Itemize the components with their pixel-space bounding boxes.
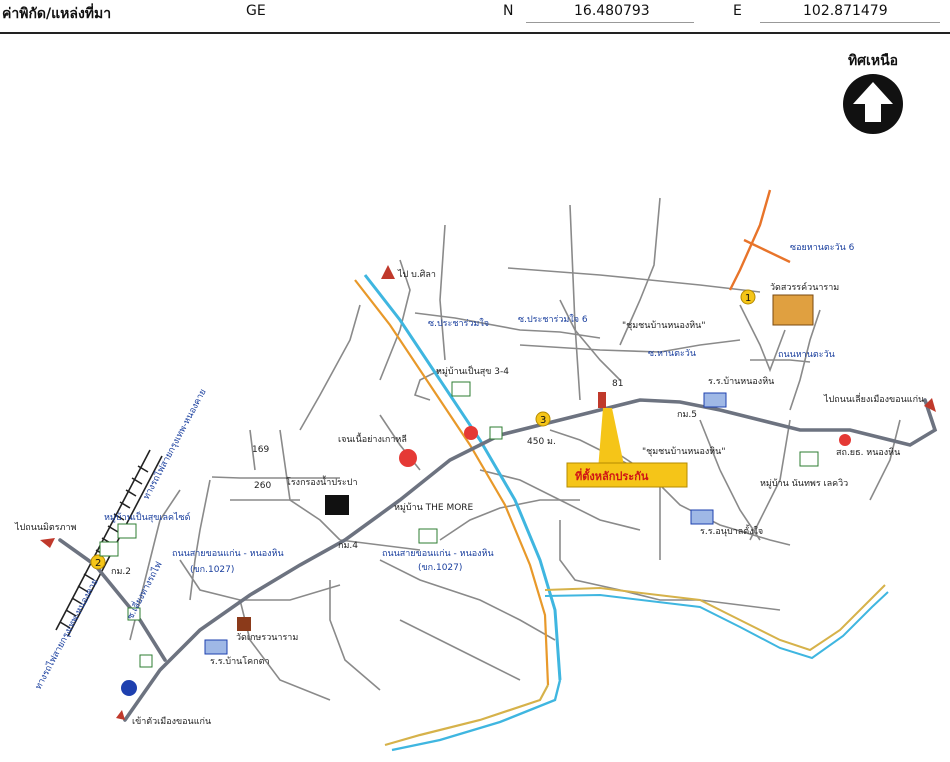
latitude-underline — [526, 22, 694, 23]
map-label-pracharuamjai: ซ.ประชาร่วมใจ — [428, 318, 489, 329]
main-road — [58, 398, 938, 722]
map-label-community-nonghin-mid: "ชุมชนบ้านหนองหิน" — [642, 446, 725, 457]
arrow-right-icon — [924, 398, 936, 412]
map-label-jen-seafood: เจนเนื้อย่างเกาหลี — [338, 432, 407, 445]
map-label-num-2: 2 — [95, 558, 101, 569]
longitude-underline — [760, 22, 940, 23]
map-label-village-themore: หมู่บ้าน THE MORE — [394, 502, 474, 513]
map-label-school-nonghin: ร.ร.บ้านหนองหิน — [708, 376, 774, 387]
location-map: ไป บ.ศิลา ซ.ประชาร่วมใจ ซ.ประชาร่วมใจ 6 … — [14, 189, 938, 752]
map-label-num-1: 1 — [745, 293, 751, 304]
north-axis-label: N — [503, 3, 514, 19]
north-label: ทิศเหนือ — [847, 53, 899, 69]
site-pointer — [598, 408, 625, 470]
map-label-num-260: 260 — [254, 481, 271, 491]
longitude-value: 102.871479 — [803, 3, 888, 19]
map-label-school-bankok: ร.ร.บ้านโคกตา — [210, 656, 270, 667]
arrow-down-icon — [116, 710, 125, 720]
canal — [354, 274, 889, 752]
map-label-num-169: 169 — [252, 445, 269, 455]
map-label-village-suksomboon: หมู่บ้านเป็นสุขเลคไซด์ — [104, 510, 191, 523]
map-label-rd-1027-left: ถนนสายขอนแก่น - หนองหิน — [172, 548, 284, 559]
arrow-up-icon — [381, 265, 395, 279]
map-label-to-khonkaen-right: ไปถนนเลี่ยงเมืองขอนแก่น — [823, 392, 924, 405]
north-arrow-icon — [843, 74, 903, 134]
map-label-village-nantaporn: หมู่บ้าน นันทพร เลควิว — [760, 478, 848, 489]
factory-icon — [325, 495, 349, 515]
map-label-to-city: เข้าตัวเมืองขอนแก่น — [132, 716, 211, 727]
map-label-soi-hantawan6: ซอยหานตะวัน 6 — [790, 243, 855, 253]
map-label-rd-hantawan: ถนนหานตะวัน — [778, 350, 835, 360]
map-label-village-pensuk: หมู่บ้านเป็นสุข 3-4 — [436, 364, 509, 377]
map-label-railway-top: ทางรถไฟสายกรุงเทพ-หนองคาย — [141, 387, 209, 501]
map-label-soi-hantawan: ซ.หานตะวัน — [648, 349, 696, 359]
map-label-site: ที่ตั้งหลักประกัน — [575, 468, 649, 483]
north-indicator: ทิศเหนือ — [838, 50, 908, 140]
map-label-dist: 450 ม. — [527, 437, 556, 447]
coordinate-header: ค่าพิกัด/แหล่งที่มา GE N 16.480793 E 102… — [0, 0, 950, 34]
map-label-to-silpa: ไป บ.ศิลา — [397, 269, 436, 280]
map-label-num-81: 81 — [612, 379, 623, 389]
map-label-health: สถ.ยธ. หนองหิน — [836, 447, 900, 458]
map-label-to-mittraphap: ไปถนนมิตรภาพ — [14, 522, 77, 533]
map-label-wat-kasem: วัดเกษรวนาราม — [236, 633, 298, 643]
map-label-rd-1027-code-left: (ขก.1027) — [190, 565, 234, 575]
coordinate-label: ค่าพิกัด/แหล่งที่มา — [2, 6, 112, 22]
orange-road — [728, 189, 791, 291]
map-label-community-nonghin-top: "ชุมชนบ้านหนองหิน" — [622, 320, 705, 331]
arrow-left-icon — [40, 538, 55, 548]
markers — [40, 265, 936, 720]
map-label-kor-mor5: กม.5 — [677, 410, 697, 420]
temple-small-icon — [237, 617, 251, 631]
map-label-wat-sawan: วัดสวรรค์วนาราม — [770, 281, 839, 293]
map-label-kor-mor4: กม.4 — [338, 541, 358, 551]
map-label-water-plant: โรงกรองน้ำประปา — [286, 475, 358, 488]
map-label-railway-bottom: ทางรถไฟสายกรุงเทพ-หนองคาย — [33, 577, 101, 691]
map-label-pracharuamjai6: ซ.ประชาร่วมใจ 6 — [518, 314, 588, 325]
map-label-school-anuban: ร.ร.อนุบาลตั้งใจ — [700, 524, 763, 537]
temple-icon — [772, 294, 814, 326]
source-value: GE — [246, 3, 266, 19]
east-axis-label: E — [733, 3, 742, 19]
map-label-rd-1027-code-mid: (ขก.1027) — [418, 563, 462, 573]
site-marker — [598, 392, 606, 408]
map-label-num-3: 3 — [540, 415, 546, 426]
latitude-value: 16.480793 — [574, 3, 650, 19]
site-label-box — [566, 462, 688, 488]
map-label-rd-1027-mid: ถนนสายขอนแก่น - หนองหิน — [382, 548, 494, 559]
map-label-kor-mor2: กม.2 — [111, 567, 131, 577]
